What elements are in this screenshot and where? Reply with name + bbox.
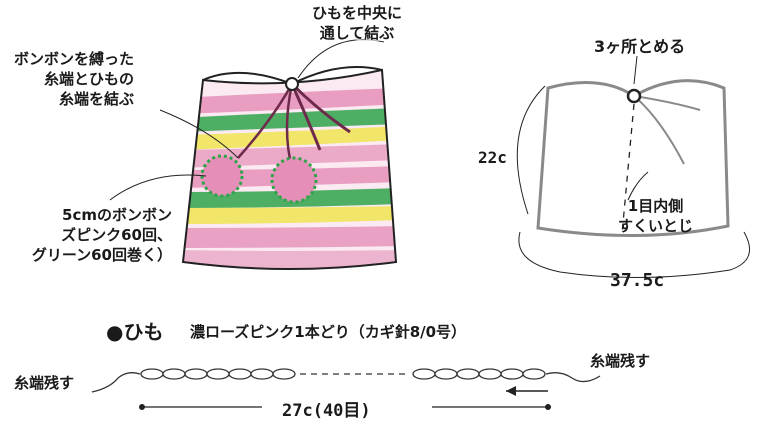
right-tail-label: 糸端残す (590, 352, 651, 370)
cord-center-label: ひもを中央に 通して結ぶ (312, 3, 402, 43)
direction-arrow (506, 386, 548, 396)
cord-chain (91, 368, 601, 393)
seam-line (621, 103, 635, 235)
pompom-spec-line-1: 5cmのボンボン (62, 206, 172, 224)
leader-pompom-tie (159, 109, 239, 159)
pompom-tie-label: ボンボンを縛った 糸端とひもの 糸端を結ぶ (14, 49, 134, 109)
length-dimension (139, 404, 551, 410)
schematic-knot (626, 88, 642, 104)
cord-center-line-2: 通して結ぶ (319, 24, 395, 42)
seam-line-2: すくいとじ (618, 217, 694, 235)
cord-center-line-1: ひもを中央に (312, 4, 403, 22)
height-label: 22c (478, 148, 507, 167)
center-knot (285, 77, 299, 91)
skirt-sketch (109, 39, 398, 270)
circumference-label: 37.5c (610, 270, 665, 291)
cord-spec: 濃ローズピンク1本どり（カギ針8/0号） (190, 323, 467, 341)
pompom-tie-line-1: ボンボンを縛った (14, 50, 135, 68)
pompom-tie-line-2: 糸端とひもの (44, 70, 135, 88)
pompom-spec-line-2: ズピンク60回、 (61, 226, 172, 244)
cord-length-label: 27c(40目) (282, 401, 371, 421)
circumference-arc (518, 231, 751, 279)
pompom-tie-line-3: 糸端を結ぶ (59, 90, 135, 108)
seam-line-1: 1目内側 (627, 197, 684, 215)
height-arc (516, 85, 546, 215)
cord-title: ひも (123, 320, 164, 344)
leader-seam (627, 171, 649, 201)
pompom-spec-line-3: グリーン60回巻く） (31, 246, 172, 264)
pompom-spec-label: 5cmのボンボン ズピンク60回、 グリーン60回巻く） (0, 205, 172, 265)
left-tail-label: 糸端残す (14, 374, 75, 392)
bullet-icon: ● (106, 320, 124, 344)
pompom-right (270, 156, 318, 204)
cord-heading: ●ひも (106, 316, 163, 345)
leader-fasten (633, 55, 638, 85)
leader-pompom-spec (109, 174, 207, 201)
seam-label: 1目内側 すくいとじ (618, 196, 693, 236)
leader-cord-center (297, 39, 385, 79)
fasten-label: 3ヶ所とめる (594, 37, 686, 56)
pompom-left (200, 154, 244, 198)
